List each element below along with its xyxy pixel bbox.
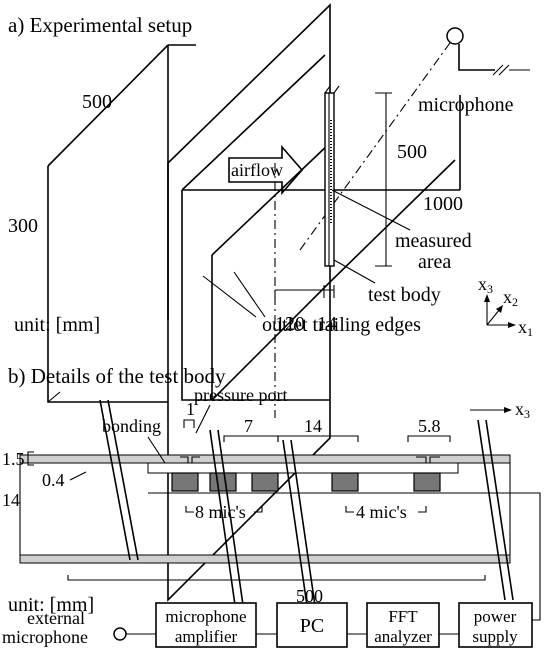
dim-5-8-label: 5.8: [418, 416, 441, 436]
part-a-unit: unit: [mm]: [14, 314, 100, 336]
pressure-port-leader: [195, 404, 211, 434]
power-line1: power: [474, 607, 517, 626]
power-supply-box: power supply: [458, 602, 533, 648]
mic-group-brackets: [185, 506, 427, 513]
wind-tunnel-box: [47, 44, 196, 403]
microphone-label: microphone: [418, 94, 514, 116]
microphone-amplifier-box: microphone amplifier: [155, 602, 257, 648]
dim-0-4-label: 0.4: [42, 470, 65, 490]
microphone-icon: [446, 27, 530, 76]
external-microphone-icon: [113, 627, 127, 641]
dim-0-4-leader: [69, 471, 87, 481]
outlet-opening: [181, 54, 331, 401]
dim-14-left-label: 14: [2, 490, 20, 510]
dim-500-right: 500: [397, 141, 427, 163]
dim-1000: 1000: [423, 193, 463, 215]
dim-120-14-lines: [274, 285, 335, 298]
dim-1-5-bracket: [27, 451, 34, 466]
measured-area-leader: [331, 189, 411, 231]
fft-line2: analyzer: [374, 627, 432, 646]
bonding-label: bonding: [102, 416, 161, 436]
part-b-unit: unit: [mm]: [8, 594, 94, 616]
dim-500-top: 500: [82, 91, 112, 113]
axis-x3-b: x3: [515, 399, 530, 421]
pc-box: PC: [276, 602, 348, 648]
amp-line2: amplifier: [175, 627, 238, 646]
dim-500-label: 500: [296, 586, 323, 606]
bonding-leader: [147, 436, 166, 464]
external-mic-line2: microphone: [2, 627, 88, 647]
axis-x3-arrow-b: [470, 407, 512, 413]
coordinate-axes: [484, 294, 516, 328]
dim-14: 14: [317, 313, 337, 335]
test-body-label: test body: [368, 284, 441, 306]
test-body-leader: [333, 259, 376, 284]
dim-500-bracket: [67, 575, 486, 581]
amp-line1: microphone: [165, 607, 246, 626]
microphone-elements: [171, 472, 441, 492]
airflow-label: airflow: [231, 160, 283, 180]
power-line2: supply: [472, 627, 518, 646]
mics-4-label: 4 mic's: [356, 502, 407, 522]
airflow-arrow: airflow: [228, 144, 304, 196]
top-side-plate: [182, 95, 461, 191]
pc-label: PC: [300, 615, 324, 637]
dim-7-label: 7: [244, 416, 253, 436]
dim-1-label: 1: [186, 399, 195, 419]
measured-area-line1: measured: [395, 230, 472, 252]
test-body: [324, 85, 340, 267]
axis-x2-a: x2: [503, 287, 518, 309]
dim-1-5-label: 1.5: [2, 449, 25, 469]
signal-wires: [126, 492, 541, 635]
trailing-edge-leaders: [202, 271, 266, 318]
fft-analyzer-box: FFT analyzer: [366, 602, 440, 648]
top-dimension-brackets: [183, 419, 451, 442]
fft-line1: FFT: [388, 607, 418, 626]
part-a-title: a) Experimental setup: [8, 13, 192, 37]
pressure-port-label: pressure port: [194, 385, 287, 405]
part-b-title: b) Details of the test body: [8, 364, 226, 388]
mics-8-label: 8 mic's: [195, 502, 246, 522]
axis-x3-a: x3: [478, 274, 493, 296]
measured-area-line2: area: [418, 251, 451, 273]
outlet-trailing-edges-label: outlet trailing edges: [262, 314, 421, 336]
test-body-section: [19, 454, 511, 564]
pressure-ports: [180, 456, 440, 464]
external-mic-line1: external: [27, 608, 85, 628]
dim-lines-right: [375, 92, 392, 267]
dim-120: 120: [275, 313, 305, 335]
outlet-plate: [167, 3, 331, 602]
dim-14-top-label: 14: [304, 416, 322, 436]
dim-300: 300: [8, 215, 38, 237]
axis-x1-a: x1: [518, 317, 533, 339]
